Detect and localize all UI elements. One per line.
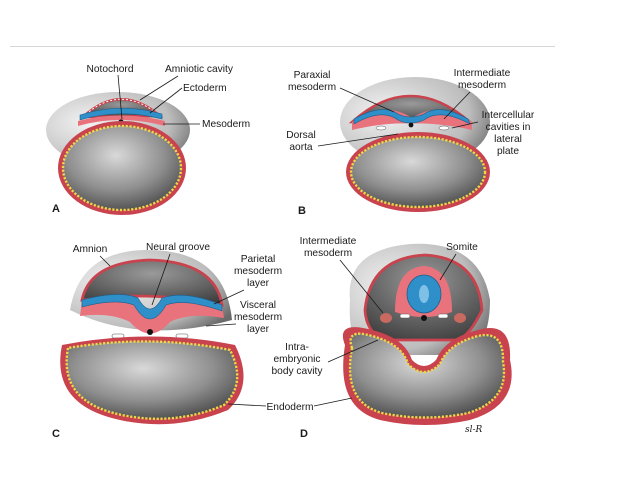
label-intermediate-d-line1: Intermediate bbox=[300, 236, 357, 247]
panel-b-intercellular-cavity bbox=[375, 125, 387, 131]
label-notochord: Notochord bbox=[86, 64, 133, 75]
label-neural-groove: Neural groove bbox=[146, 242, 210, 253]
panel-b-ectoderm bbox=[353, 109, 471, 125]
label-dorsal-aorta-line2: aorta bbox=[289, 142, 313, 153]
label-endoderm: Endoderm bbox=[266, 402, 313, 413]
label-paraxial-line2: mesoderm bbox=[288, 82, 336, 93]
label-intraembryonic-line1: Intra- bbox=[285, 342, 309, 353]
panel-d-intermediate-mesoderm-left bbox=[380, 313, 392, 323]
panel-c-letter: C bbox=[52, 428, 60, 440]
label-paraxial-line1: Paraxial bbox=[294, 70, 331, 81]
label-parietal-line2: mesoderm bbox=[234, 266, 282, 277]
panel-d-letter: D bbox=[300, 428, 308, 440]
illustrator-signature: sl-R bbox=[465, 425, 483, 435]
label-intermediate-b-line1: Intermediate bbox=[454, 68, 511, 79]
label-intraembryonic-line2: embryonic bbox=[274, 354, 321, 365]
panel-c-amniotic-cavity bbox=[80, 258, 224, 307]
label-ectoderm: Ectoderm bbox=[183, 83, 227, 94]
label-somite: Somite bbox=[446, 242, 478, 253]
label-dorsal-aorta-line1: Dorsal bbox=[286, 130, 315, 141]
panel-c-notochord-mark bbox=[147, 329, 153, 335]
panel-b: Paraxial mesoderm Intermediate mesoderm … bbox=[286, 68, 535, 217]
label-intercellular-line2: cavities in bbox=[486, 122, 531, 133]
endoderm-callout: Endoderm bbox=[227, 397, 353, 413]
label-visceral-line1: Visceral bbox=[240, 300, 276, 311]
panel-a-letter: A bbox=[52, 203, 60, 215]
label-visceral-line2: mesoderm bbox=[234, 312, 282, 323]
label-parietal-line1: Parietal bbox=[241, 254, 276, 265]
label-intraembryonic-line3: body cavity bbox=[272, 366, 324, 377]
top-divider-rule bbox=[10, 46, 555, 47]
panel-c-yolk-sac bbox=[65, 340, 239, 420]
label-intercellular-line4: plate bbox=[497, 146, 519, 157]
panel-b-yolk-sac bbox=[349, 135, 487, 209]
label-mesoderm: Mesoderm bbox=[202, 119, 250, 130]
panel-d: Intermediate mesoderm Somite Intra- embr… bbox=[272, 236, 512, 440]
label-intercellular-line1: Intercellular bbox=[482, 110, 535, 121]
label-amniotic-cavity: Amniotic cavity bbox=[165, 64, 234, 75]
panel-a-ectoderm-layer bbox=[79, 107, 163, 121]
panel-d-intermediate-mesoderm-right bbox=[454, 313, 466, 323]
label-intermediate-d-line2: mesoderm bbox=[304, 248, 352, 259]
panel-c-ectoderm-neural-groove bbox=[81, 294, 223, 320]
panel-b-letter: B bbox=[298, 205, 306, 217]
label-parietal-line3: layer bbox=[247, 278, 270, 289]
panel-c: Amnion Neural groove Parietal mesoderm l… bbox=[52, 242, 282, 440]
label-intercellular-line3: lateral bbox=[494, 134, 522, 145]
panel-a-yolk-sac bbox=[61, 124, 183, 212]
label-visceral-line3: layer bbox=[247, 324, 270, 335]
panel-a: Notochord Amniotic cavity Ectoderm Mesod… bbox=[46, 64, 250, 215]
panel-d-yolk-sac bbox=[348, 332, 506, 419]
label-amnion: Amnion bbox=[73, 244, 108, 255]
label-intermediate-b-line2: mesoderm bbox=[458, 80, 506, 91]
panel-a-mesoderm-layer bbox=[78, 115, 165, 126]
